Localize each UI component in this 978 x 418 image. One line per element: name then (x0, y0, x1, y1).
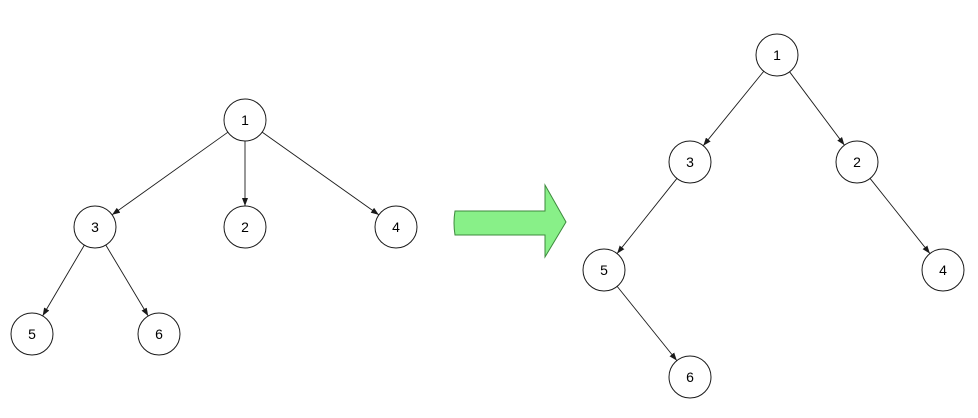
left-node-1-label: 1 (241, 112, 249, 128)
left-tree-edges (42, 131, 380, 317)
left-node-6: 6 (137, 312, 181, 356)
left-node-3-label: 3 (91, 219, 99, 235)
left-edge-3-5 (42, 244, 85, 317)
left-node-4-label: 4 (392, 219, 400, 235)
right-edge-5-6 (616, 286, 678, 361)
right-node-4-label: 4 (939, 262, 947, 278)
right-node-2: 2 (835, 140, 879, 184)
left-node-1: 1 (223, 98, 267, 142)
right-node-3-label: 3 (686, 154, 694, 170)
left-edge-1-4 (261, 131, 380, 216)
right-edge-1-3 (702, 71, 765, 146)
right-arrow-icon (453, 183, 567, 259)
left-node-6-label: 6 (155, 326, 163, 342)
right-node-2-label: 2 (853, 154, 861, 170)
left-edge-3-6 (105, 244, 149, 317)
right-edge-1-2 (789, 71, 845, 146)
right-node-4: 4 (921, 248, 965, 292)
left-node-2: 2 (223, 205, 267, 249)
right-tree-edges (616, 71, 931, 361)
right-node-3: 3 (668, 140, 712, 184)
left-edge-1-3 (111, 131, 229, 216)
right-node-1-label: 1 (773, 47, 781, 63)
left-node-2-label: 2 (241, 219, 249, 235)
right-node-6-label: 6 (686, 369, 694, 385)
right-edge-2-4 (869, 178, 931, 254)
left-tree: 1 3 2 4 5 6 (10, 98, 418, 356)
left-node-5-label: 5 (28, 326, 36, 342)
left-node-5: 5 (10, 312, 54, 356)
right-node-5: 5 (582, 248, 626, 292)
right-edge-3-5 (616, 178, 678, 254)
right-node-1: 1 (755, 33, 799, 77)
right-node-6: 6 (668, 355, 712, 399)
right-tree: 1 3 2 5 4 6 (582, 33, 965, 399)
right-node-5-label: 5 (600, 262, 608, 278)
left-node-3: 3 (73, 205, 117, 249)
left-node-4: 4 (374, 205, 418, 249)
